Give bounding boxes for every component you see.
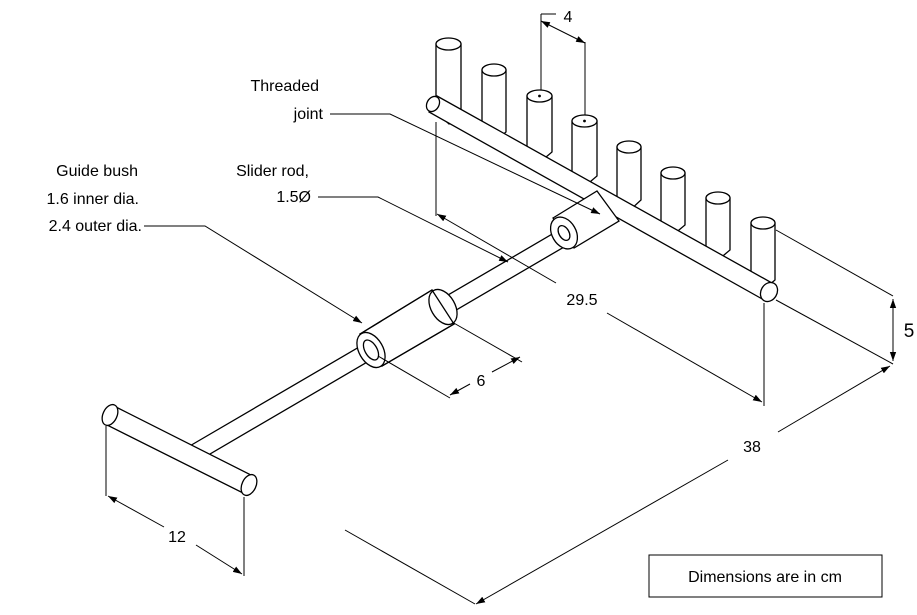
- comb-teeth: [435, 37, 776, 291]
- tooth-height-value: 5: [904, 321, 915, 342]
- guide-bush-label: 2.4 outer dia.: [49, 218, 142, 235]
- units-note-box: [648, 554, 883, 598]
- comb-width-value: 29.5: [566, 292, 597, 309]
- bush-length-value: 6: [477, 373, 486, 390]
- dimension-values: 4 5 29.5 38 6 12: [168, 9, 914, 546]
- threaded-joint-label: Threaded: [251, 78, 320, 95]
- handle-length-value: 12: [168, 529, 186, 546]
- leader-lines: [144, 113, 601, 324]
- guide-bush: [356, 288, 458, 369]
- extension-lines: [105, 14, 894, 605]
- callout-labels: Threaded joint Slider rod, 1.5Ø Guide bu…: [46, 78, 323, 235]
- comb-assembly: [425, 37, 779, 303]
- slider-rod-label: 1.5Ø: [276, 189, 311, 206]
- comb-tooth: [705, 191, 731, 261]
- guide-bush-label: 1.6 inner dia.: [46, 191, 139, 208]
- units-note: Dimensions are in cm: [648, 554, 883, 598]
- units-note-text: Dimensions are in cm: [688, 569, 842, 586]
- slider-rod-label: Slider rod,: [236, 163, 309, 180]
- threaded-joint-label: joint: [293, 106, 324, 123]
- tooth-spacing-value: 4: [564, 9, 573, 26]
- total-length-value: 38: [743, 439, 761, 456]
- comb-tooth: [571, 114, 598, 188]
- comb-tooth: [616, 140, 642, 212]
- t-handle: [101, 403, 258, 497]
- threaded-joint-collar: [549, 190, 620, 250]
- guide-bush-label: Guide bush: [56, 163, 138, 180]
- comb-tooth: [660, 166, 686, 236]
- dimension-lines: [107, 13, 897, 605]
